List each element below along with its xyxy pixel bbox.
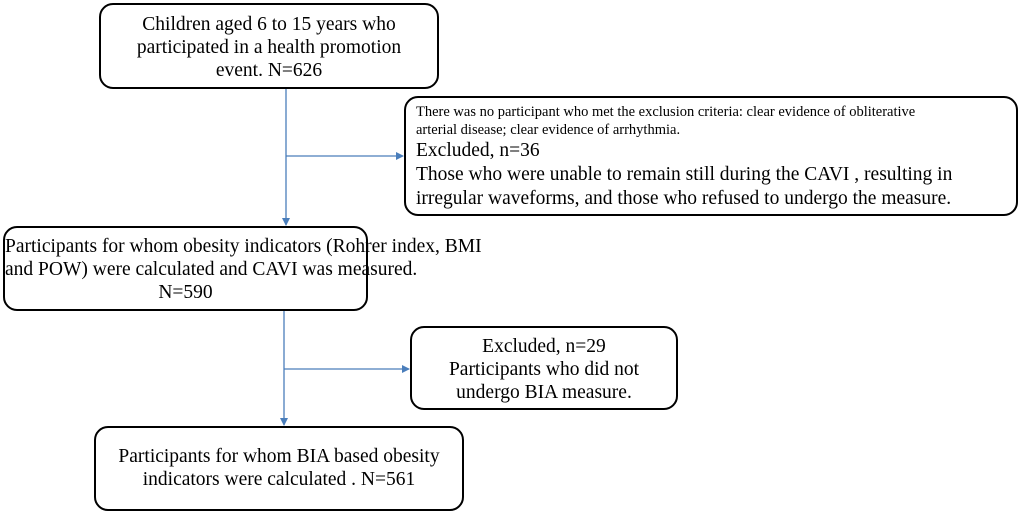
enrolled-box: Children aged 6 to 15 years who particip… [99, 3, 439, 89]
exclusion-2-line: Participants who did not [448, 359, 640, 380]
excluded-count-label: Excluded, n=36 [416, 140, 540, 161]
exclusion-2-line: Excluded, n=29 [482, 336, 606, 357]
exclusion-criteria-line: There was no participant who met the exc… [416, 104, 916, 120]
measured-line: Participants for whom obesity indicators… [5, 236, 482, 257]
exclusion-reason-line: Those who were unable to remain still du… [416, 164, 953, 185]
final-line: Participants for whom BIA based obesity [118, 446, 440, 467]
exclusion-box-1: There was no participant who met the exc… [404, 96, 1018, 216]
enrolled-line: participated in a health promotion [136, 37, 402, 58]
measured-box: Participants for whom obesity indicators… [3, 226, 482, 311]
exclusion-reason-line: irregular waveforms, and those who refus… [416, 188, 952, 209]
exclusion-box-2: Excluded, n=29 Participants who did not … [410, 326, 678, 410]
final-box: Participants for whom BIA based obesity … [94, 426, 464, 511]
enrolled-line: event. N=626 [215, 60, 323, 81]
exclusion-2-line: undergo BIA measure. [456, 382, 632, 403]
enrolled-line: Children aged 6 to 15 years who [142, 14, 396, 35]
final-line: indicators were calculated . N=561 [142, 469, 416, 490]
exclusion-criteria-line: arterial disease; clear evidence of arrh… [416, 122, 681, 138]
measured-line: N=590 [158, 282, 213, 303]
measured-line: and POW) were calculated and CAVI was me… [5, 259, 418, 280]
